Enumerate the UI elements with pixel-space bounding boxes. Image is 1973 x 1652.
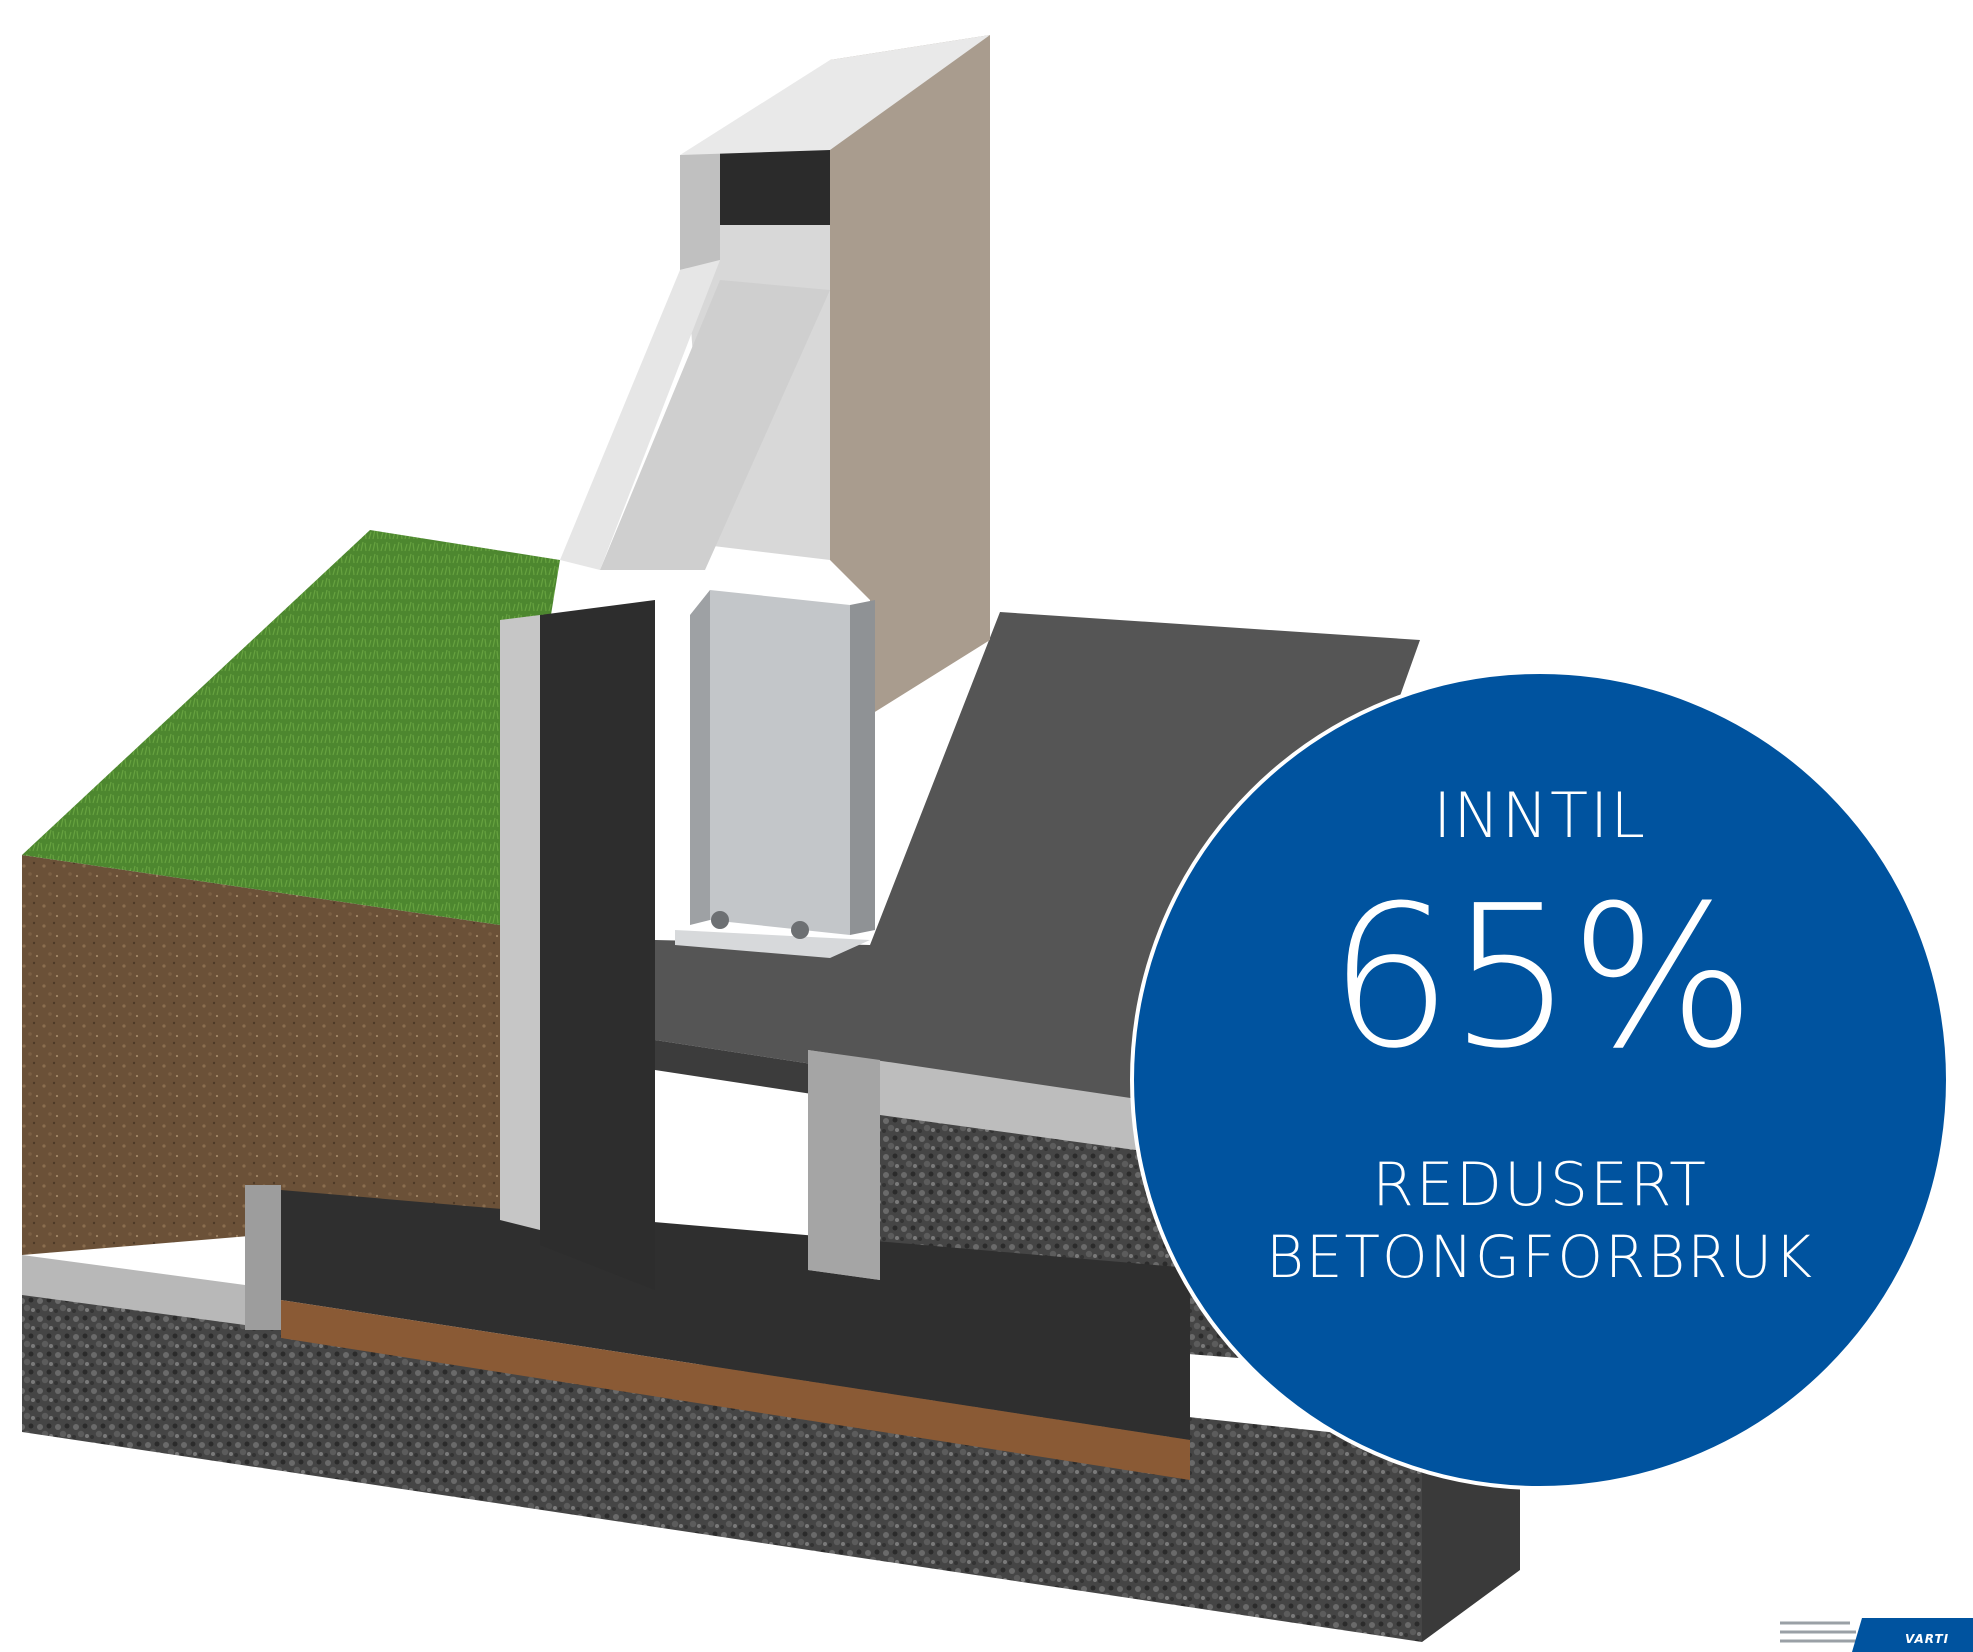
badge-line-redusert: REDUSERT (1372, 1150, 1708, 1220)
vertical-insulation-stub (245, 1185, 281, 1330)
badge-percent: 65% (1328, 864, 1756, 1092)
badge-circle (1130, 670, 1950, 1490)
badge-line-inntil: INNTIL (1433, 779, 1647, 852)
badge-line-betongforbruk: BETONGFORBRUK (1265, 1223, 1815, 1291)
edge-insulation-strip (22, 1255, 245, 1325)
footing (281, 1190, 1190, 1480)
brand-logo (1780, 1618, 1973, 1652)
foundation-wall (500, 600, 655, 1290)
bolt-icon (711, 911, 729, 929)
steel-bracket-icon (675, 590, 875, 958)
upper-wall (560, 35, 990, 715)
bolt-icon (791, 921, 809, 939)
grass-surface (22, 530, 560, 925)
brand-logo-text: VARTI (1905, 1632, 1950, 1646)
soil-layer (22, 855, 500, 1255)
